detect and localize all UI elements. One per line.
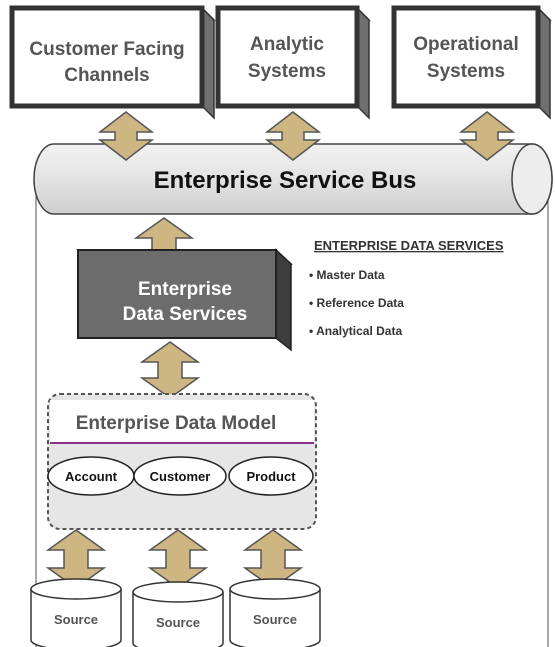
source-database-3: Source — [229, 578, 321, 647]
data-model-title: Enterprise Data Model — [76, 413, 277, 434]
system-label-line1: Operational — [413, 34, 519, 55]
enterprise-service-bus: Enterprise Service Bus — [33, 143, 553, 215]
entity-label: Customer — [150, 469, 211, 484]
system-label-line2: Channels — [64, 65, 150, 86]
entity-account: Account — [47, 456, 135, 496]
source-label: Source — [54, 612, 98, 627]
eds-panel-item: • Master Data — [309, 268, 385, 282]
eds-services-panel: ENTERPRISE DATA SERVICES • Master Data •… — [309, 238, 504, 338]
arrow-operational-bus — [458, 111, 516, 161]
eds-label-line1: Enterprise — [138, 279, 232, 300]
enterprise-data-model: Enterprise Data Model Account Customer P… — [47, 393, 317, 530]
system-box-customer-facing-channels: Customer Facing Channels — [9, 5, 216, 120]
eds-label-line2: Data Services — [123, 304, 248, 325]
system-label-line1: Customer Facing — [29, 39, 184, 60]
source-label: Source — [156, 615, 200, 630]
arrow-analytic-bus — [264, 111, 322, 161]
entity-label: Account — [65, 469, 118, 484]
system-box-operational-systems: Operational Systems — [391, 5, 552, 120]
entity-customer: Customer — [133, 456, 227, 496]
bus-label: Enterprise Service Bus — [154, 167, 417, 194]
enterprise-data-services-box: Enterprise Data Services — [76, 248, 293, 352]
system-label-line2: Systems — [427, 61, 505, 82]
system-label-line2: Systems — [248, 61, 326, 82]
system-box-analytic-systems: Analytic Systems — [215, 5, 371, 120]
entity-label: Product — [246, 469, 296, 484]
eds-panel-heading: ENTERPRISE DATA SERVICES — [314, 238, 504, 253]
source-label: Source — [253, 612, 297, 627]
system-label-line1: Analytic — [250, 34, 324, 55]
source-database-2: Source — [132, 581, 224, 647]
entity-product: Product — [228, 456, 314, 496]
source-database-1: Source — [30, 578, 122, 647]
eds-panel-item: • Analytical Data — [309, 324, 402, 338]
arrow-channels-bus — [97, 111, 155, 161]
eds-panel-item: • Reference Data — [309, 296, 404, 310]
